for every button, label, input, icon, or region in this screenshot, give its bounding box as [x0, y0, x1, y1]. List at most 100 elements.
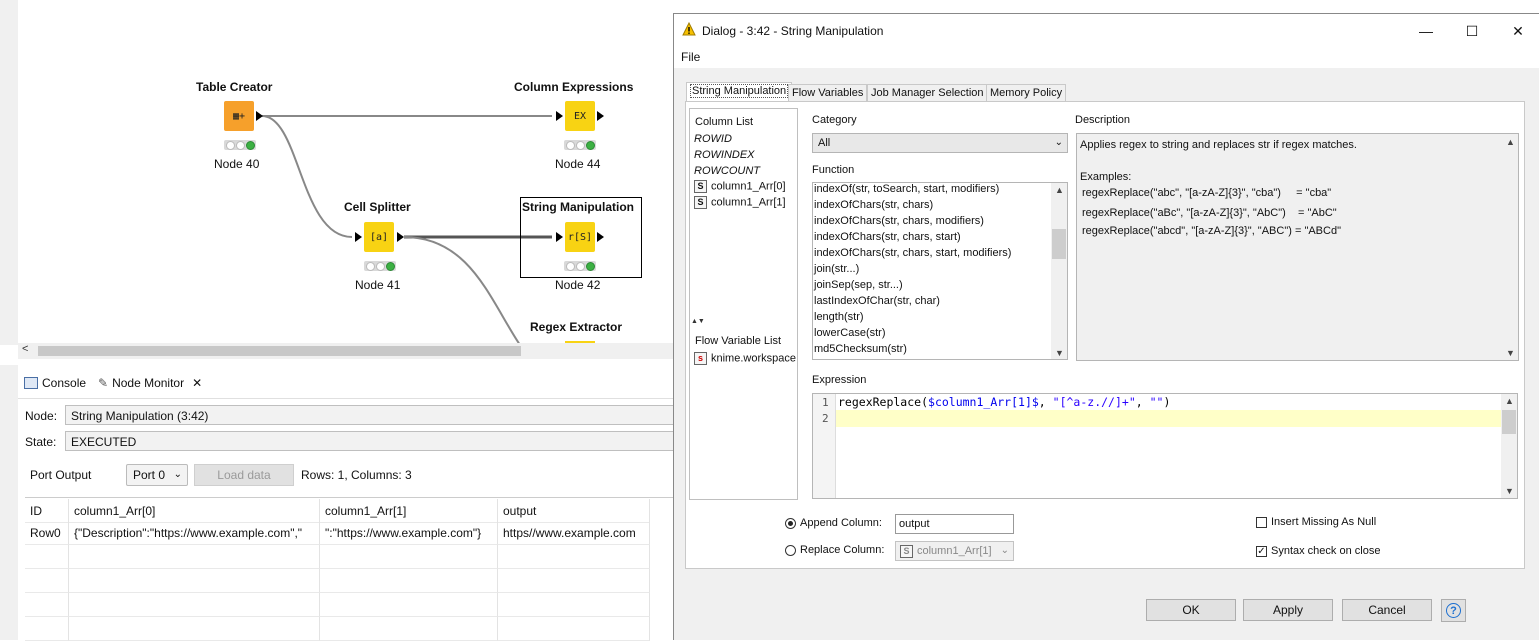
table-empty-cell [498, 569, 650, 593]
replace-column-radio[interactable] [785, 545, 796, 556]
function-list-scrollbar[interactable] [1051, 183, 1067, 359]
function-item[interactable]: join(str...) [814, 263, 860, 275]
tab-memory-policy[interactable]: Memory Policy [986, 84, 1067, 102]
column-item-rowid[interactable]: ROWID [694, 133, 732, 145]
apply-button[interactable]: Apply [1243, 599, 1333, 621]
column-item-rowcount[interactable]: ROWCOUNT [694, 165, 760, 177]
ok-button[interactable]: OK [1146, 599, 1236, 621]
category-select[interactable]: All ⌄ [812, 133, 1068, 153]
column-expressions-icon: EX [573, 110, 587, 122]
node-string-manipulation[interactable]: r[S] [565, 222, 595, 252]
table-header-col0[interactable]: column1_Arr[0] [69, 499, 320, 523]
function-item[interactable]: joinSep(sep, str...) [814, 279, 903, 291]
function-item[interactable]: indexOf(str, toSearch, start, modifiers) [814, 183, 1000, 195]
string-type-icon: S [694, 180, 707, 193]
tab-string-manipulation[interactable]: String Manipulation [686, 82, 793, 102]
scroll-down-icon[interactable]: ▼ [1055, 348, 1064, 358]
append-column-input[interactable]: output [895, 514, 1014, 534]
node-42-output-port[interactable] [597, 232, 604, 242]
workflow-canvas[interactable] [0, 0, 675, 345]
table-empty-cell [69, 569, 320, 593]
insert-missing-checkbox[interactable] [1256, 517, 1267, 528]
description-text: Examples: [1080, 171, 1132, 183]
function-item[interactable]: indexOfChars(str, chars, start, modifier… [814, 247, 1012, 259]
function-item[interactable]: lowerCase(str) [814, 327, 886, 339]
function-item[interactable]: length(str) [814, 311, 864, 323]
monitor-tab-bar [18, 368, 675, 399]
node-40-output-port[interactable] [256, 111, 263, 121]
scroll-up-icon[interactable]: ▲ [1506, 137, 1515, 147]
table-empty-row [25, 569, 69, 593]
rows-columns-info: Rows: 1, Columns: 3 [301, 468, 412, 482]
scroll-up-icon[interactable]: ▲ [1505, 396, 1514, 406]
scroll-down-icon[interactable]: ▼ [1505, 486, 1514, 496]
table-header-id[interactable]: ID [25, 499, 69, 523]
canvas-left-strip [0, 0, 18, 345]
canvas-scroll-thumb[interactable] [38, 346, 521, 356]
table-cell-output[interactable]: https//www.example.com [498, 521, 650, 545]
table-cell-col0[interactable]: {"Description":"https://www.example.com"… [69, 521, 320, 545]
minimize-icon[interactable]: — [1419, 23, 1433, 39]
tab-job-manager-selection[interactable]: Job Manager Selection [867, 84, 988, 102]
function-item[interactable]: md5Checksum(str) [814, 343, 907, 355]
table-empty-cell [498, 545, 650, 569]
node-41-input-port[interactable] [355, 232, 362, 242]
panel-splitter[interactable]: ▲▼ [689, 318, 798, 327]
function-list-scroll-thumb[interactable] [1052, 229, 1066, 259]
chevron-down-icon: ⌄ [1054, 137, 1063, 148]
node-42-input-port[interactable] [556, 232, 563, 242]
port-select[interactable]: Port 0 ⌄ [126, 464, 188, 486]
output-table [25, 497, 675, 641]
load-data-button[interactable]: Load data [194, 464, 294, 486]
node-table-creator[interactable]: ▦+ [224, 101, 254, 131]
syntax-check-checkbox[interactable]: ✓ [1256, 546, 1267, 557]
function-item[interactable]: indexOfChars(str, chars) [814, 199, 934, 211]
node-cell-splitter[interactable]: [a] [364, 222, 394, 252]
expression-code[interactable]: regexReplace($column1_Arr[1]$, "[^a-z.//… [838, 395, 1170, 409]
cancel-button[interactable]: Cancel [1342, 599, 1432, 621]
node-44-input-port[interactable] [556, 111, 563, 121]
scroll-down-icon[interactable]: ▼ [1506, 348, 1515, 358]
tab-console-label: Console [42, 376, 87, 390]
close-icon[interactable]: ✕ [192, 376, 203, 390]
monitor-icon: ✎ [98, 376, 109, 390]
splitter-up-icon: ▲▼ [691, 318, 705, 325]
table-empty-cell [498, 593, 650, 617]
tab-flow-variables[interactable]: Flow Variables [788, 84, 868, 102]
close-icon[interactable]: ✕ [1512, 22, 1524, 39]
tab-node-monitor[interactable]: ✎ Node Monitor ✕ [98, 374, 202, 392]
node-41-output-port[interactable] [397, 232, 404, 242]
help-button[interactable]: ? [1441, 599, 1466, 622]
node-label-40: Node 40 [214, 157, 260, 171]
table-header-output[interactable]: output [498, 499, 650, 523]
node-title-string-manipulation: String Manipulation [522, 200, 634, 214]
node-column-expressions[interactable]: EX [565, 101, 595, 131]
function-item[interactable]: indexOfChars(str, chars, modifiers) [814, 215, 984, 227]
tab-console[interactable]: Console [24, 374, 86, 392]
function-item[interactable]: lastIndexOfChar(str, char) [814, 295, 940, 307]
menu-file[interactable]: File [681, 50, 701, 64]
table-cell-col1[interactable]: ":"https://www.example.com"} [320, 521, 498, 545]
node-44-output-port[interactable] [597, 111, 604, 121]
expression-scroll-thumb[interactable] [1502, 410, 1516, 434]
help-icon: ? [1446, 603, 1461, 618]
table-empty-cell [69, 593, 320, 617]
maximize-icon[interactable]: ☐ [1465, 22, 1479, 39]
append-column-radio[interactable] [785, 518, 796, 529]
string-manipulation-icon: r[S] [567, 231, 593, 243]
description-text: Applies regex to string and replaces str… [1080, 139, 1357, 151]
column-item-rowindex[interactable]: ROWINDEX [694, 149, 755, 161]
table-header-col1[interactable]: column1_Arr[1] [320, 499, 498, 523]
table-row-id[interactable]: Row0 [25, 521, 69, 545]
scroll-left-arrow-icon[interactable]: < [22, 343, 29, 355]
function-item[interactable]: indexOfChars(str, chars, start) [814, 231, 961, 243]
function-list[interactable] [812, 182, 1068, 360]
dialog-title-bar[interactable] [674, 14, 1539, 46]
scroll-up-icon[interactable]: ▲ [1055, 185, 1064, 195]
port-output-label: Port Output [30, 468, 92, 482]
port-select-value: Port 0 [133, 468, 166, 482]
